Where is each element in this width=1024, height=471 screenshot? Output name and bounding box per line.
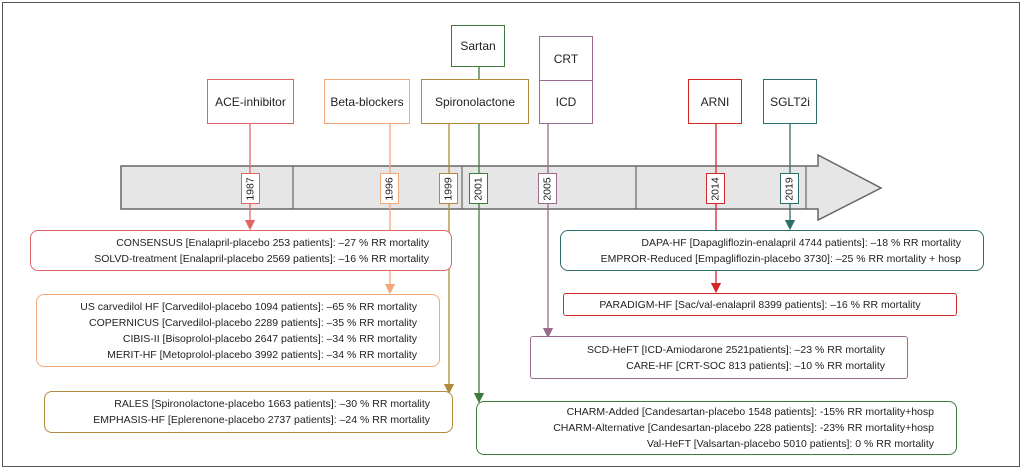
trial-line: SCD-HeFT [ICD-Amiodarone 2521patients]: … (586, 343, 885, 356)
trials-arni: PARADIGM-HF [Sac/val-enalapril 8399 pati… (563, 293, 957, 316)
trial-line: CARE-HF [CRT-SOC 813 patients]: –10 % RR… (626, 359, 885, 372)
trial-line: CONSENSUS [Enalapril-placebo 253 patient… (116, 236, 429, 249)
label-sglt2i: SGLT2i (763, 79, 817, 124)
trials-sglt2i: DAPA-HF [Dapagliflozin-enalapril 4744 pa… (560, 230, 984, 271)
trials-spironolactone: RALES [Spironolactone-placebo 1663 patie… (44, 391, 453, 433)
trial-line: CHARM-Alternative [Candesartan-placebo 2… (553, 422, 934, 434)
year-2005: 2005 (538, 173, 557, 204)
trial-line: MERIT-HF [Metoprolol-placebo 3992 patien… (107, 348, 417, 361)
trial-line: Val-HeFT [Valsartan-placebo 5010 patient… (646, 438, 934, 450)
trial-line: US carvedilol HF [Carvedilol-placebo 109… (80, 300, 417, 313)
trial-line: DAPA-HF [Dapagliflozin-enalapril 4744 pa… (641, 236, 961, 249)
year-2001: 2001 (469, 173, 488, 204)
trials-sartan: CHARM-Added [Candesartan-placebo 1548 pa… (476, 401, 957, 455)
trial-line: CIBIS-II [Bisoprolol-placebo 2647 patien… (122, 332, 417, 345)
trial-line: EMPHASIS-HF [Eplerenone-placebo 2737 pat… (93, 414, 430, 426)
trial-line: CHARM-Added [Candesartan-placebo 1548 pa… (566, 406, 934, 418)
year-2019: 2019 (780, 173, 799, 204)
trials-beta-blockers: US carvedilol HF [Carvedilol-placebo 109… (36, 294, 440, 367)
label-beta-blockers: Beta-blockers (324, 79, 410, 124)
trials-ace-inhibitor: CONSENSUS [Enalapril-placebo 253 patient… (30, 230, 452, 271)
trial-line: SOLVD-treatment [Enalapril-placebo 2569 … (94, 252, 429, 265)
label-icd: ICD (539, 80, 593, 124)
trial-line: COPERNICUS [Carvedilol-placebo 2289 pati… (89, 316, 417, 329)
label-spironolactone: Spironolactone (421, 79, 529, 124)
trial-line: PARADIGM-HF [Sac/val-enalapril 8399 pati… (599, 298, 921, 311)
label-arni: ARNI (688, 79, 742, 124)
year-1996: 1996 (380, 173, 399, 204)
year-1987: 1987 (241, 173, 260, 204)
year-2014: 2014 (706, 173, 725, 204)
trial-line: EMPROR-Reduced [Empagliflozin-placebo 37… (600, 252, 961, 265)
label-ace-inhibitor: ACE-inhibitor (207, 79, 294, 124)
label-sartan: Sartan (451, 25, 505, 67)
trials-crt-icd: SCD-HeFT [ICD-Amiodarone 2521patients]: … (530, 336, 908, 379)
label-crt: CRT (539, 36, 593, 80)
year-1999: 1999 (439, 173, 458, 204)
trial-line: RALES [Spironolactone-placebo 1663 patie… (114, 398, 430, 410)
timeline-arrow (120, 153, 883, 222)
